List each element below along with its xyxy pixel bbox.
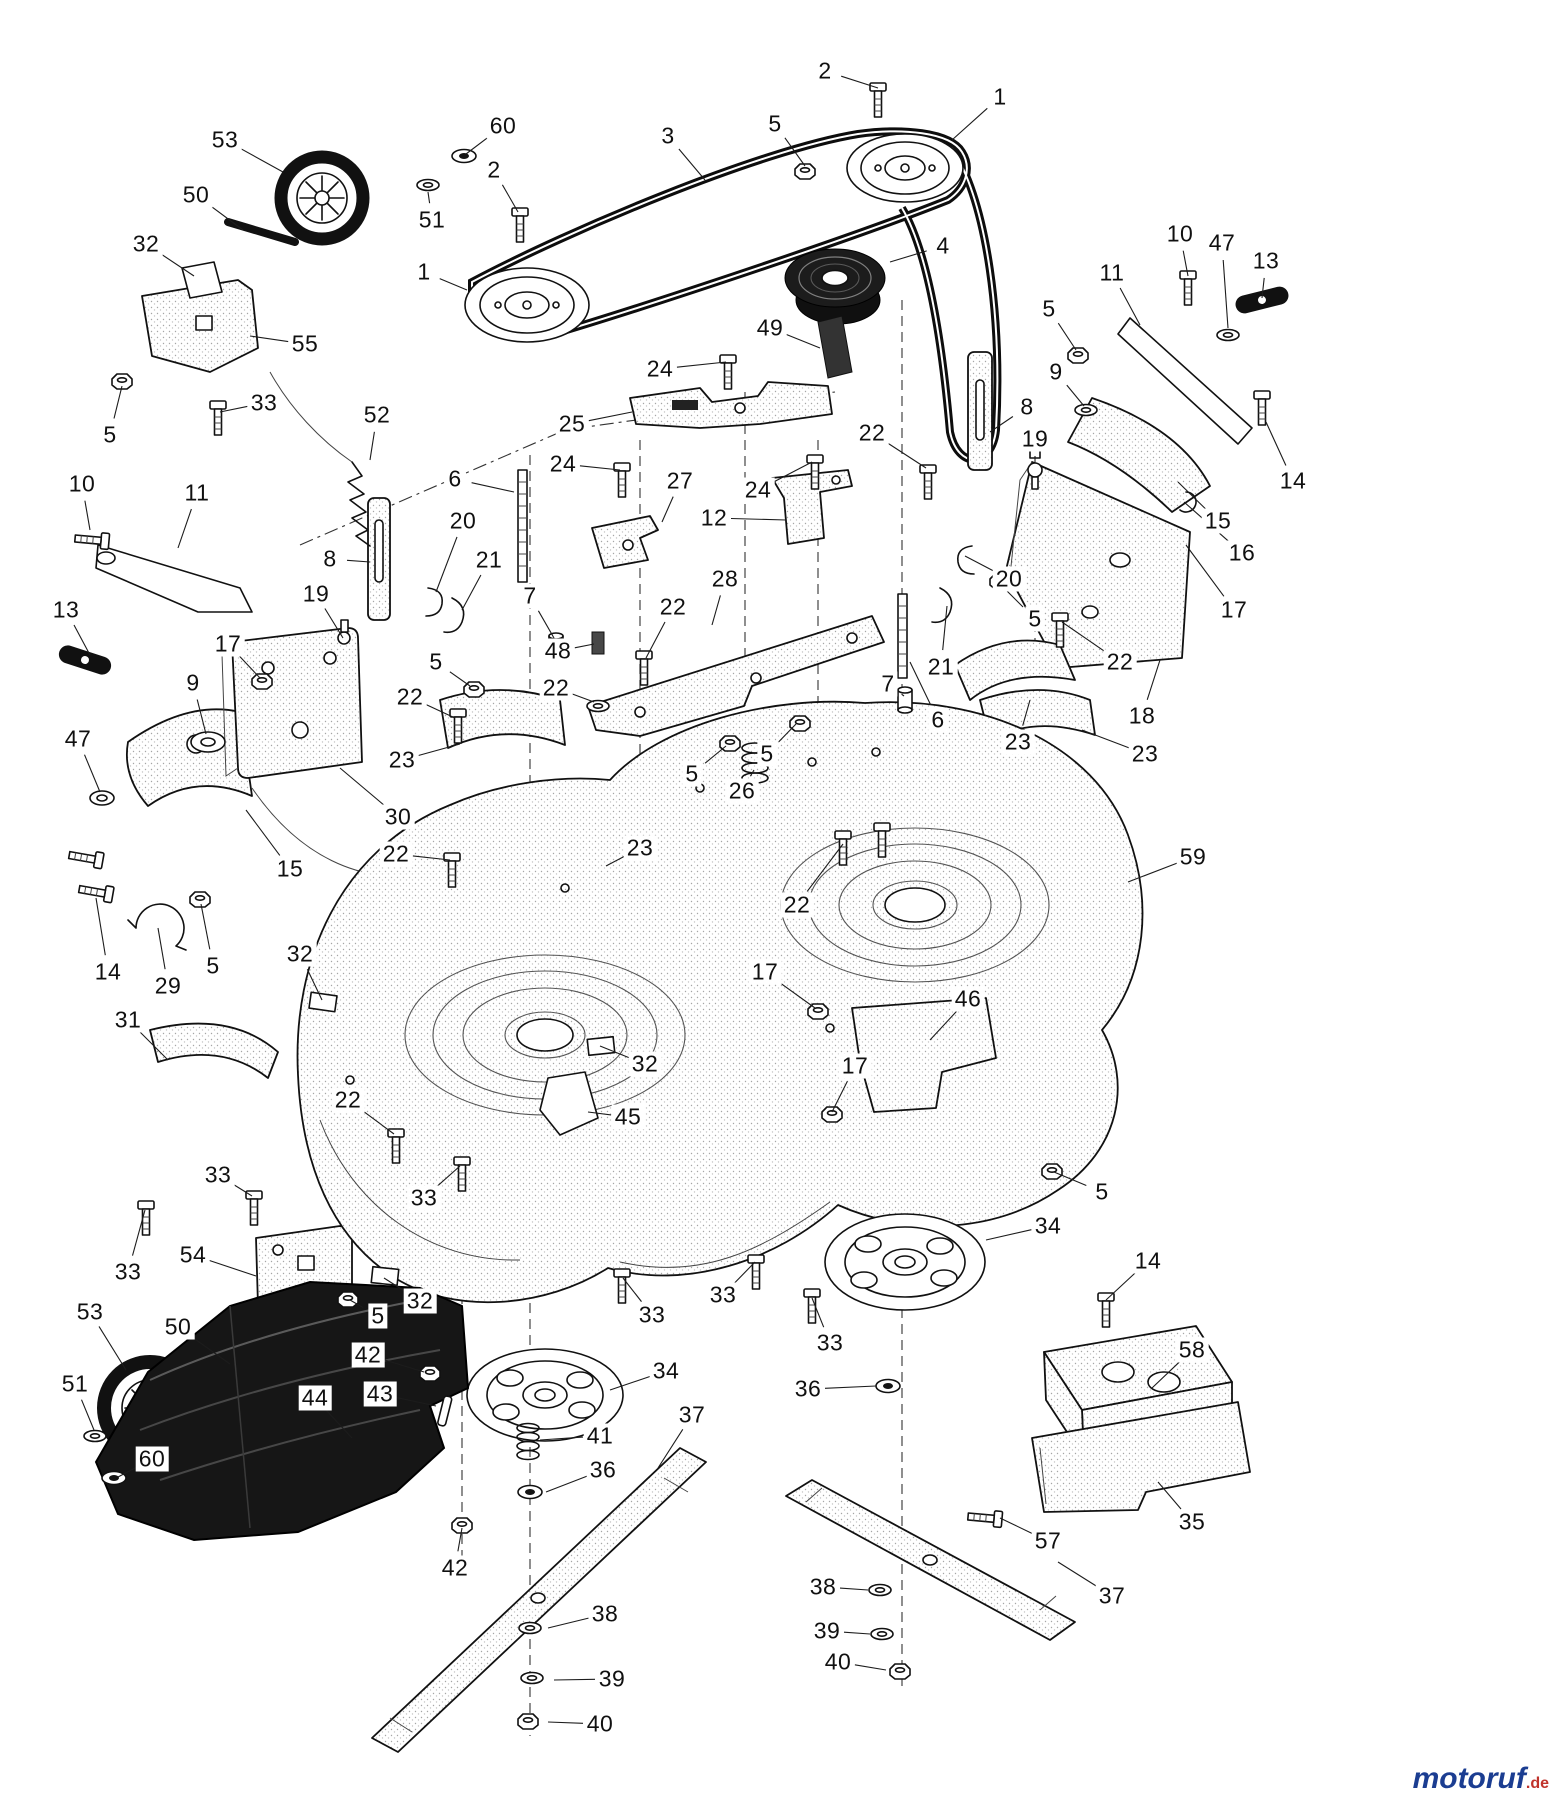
bottom-right-brackets-drawing	[1031, 1325, 1251, 1513]
left-brackets-drawing	[95, 261, 421, 1319]
hanger-strap-left-drawing	[269, 371, 391, 621]
watermark-tld: .de	[1525, 1775, 1549, 1792]
gauge-wheel-top-drawing	[274, 150, 370, 246]
watermark: motoruf.de	[1413, 1762, 1549, 1796]
discharge-chute-drawing	[94, 1280, 470, 1542]
blade-right-drawing	[785, 1479, 1076, 1641]
blade-left-drawing	[371, 1447, 707, 1753]
leader-lines	[73, 75, 1287, 1724]
stack-idler-pulley-drawing	[784, 248, 886, 325]
watermark-brand: motoruf	[1412, 1762, 1526, 1795]
right-brackets-drawing	[817, 315, 1253, 741]
mandrel-housing-left-drawing	[466, 1348, 624, 1442]
mandrel-pulley-drawing	[464, 267, 590, 343]
stud-drawings	[517, 469, 908, 679]
mandrel-housing-right-drawing	[824, 1213, 986, 1311]
deck-housing-drawing	[296, 700, 1144, 1304]
engine-pulley-drawing	[846, 133, 964, 203]
hardware-drawing	[67, 82, 1271, 1730]
wing-knob-drawings	[58, 286, 1289, 675]
